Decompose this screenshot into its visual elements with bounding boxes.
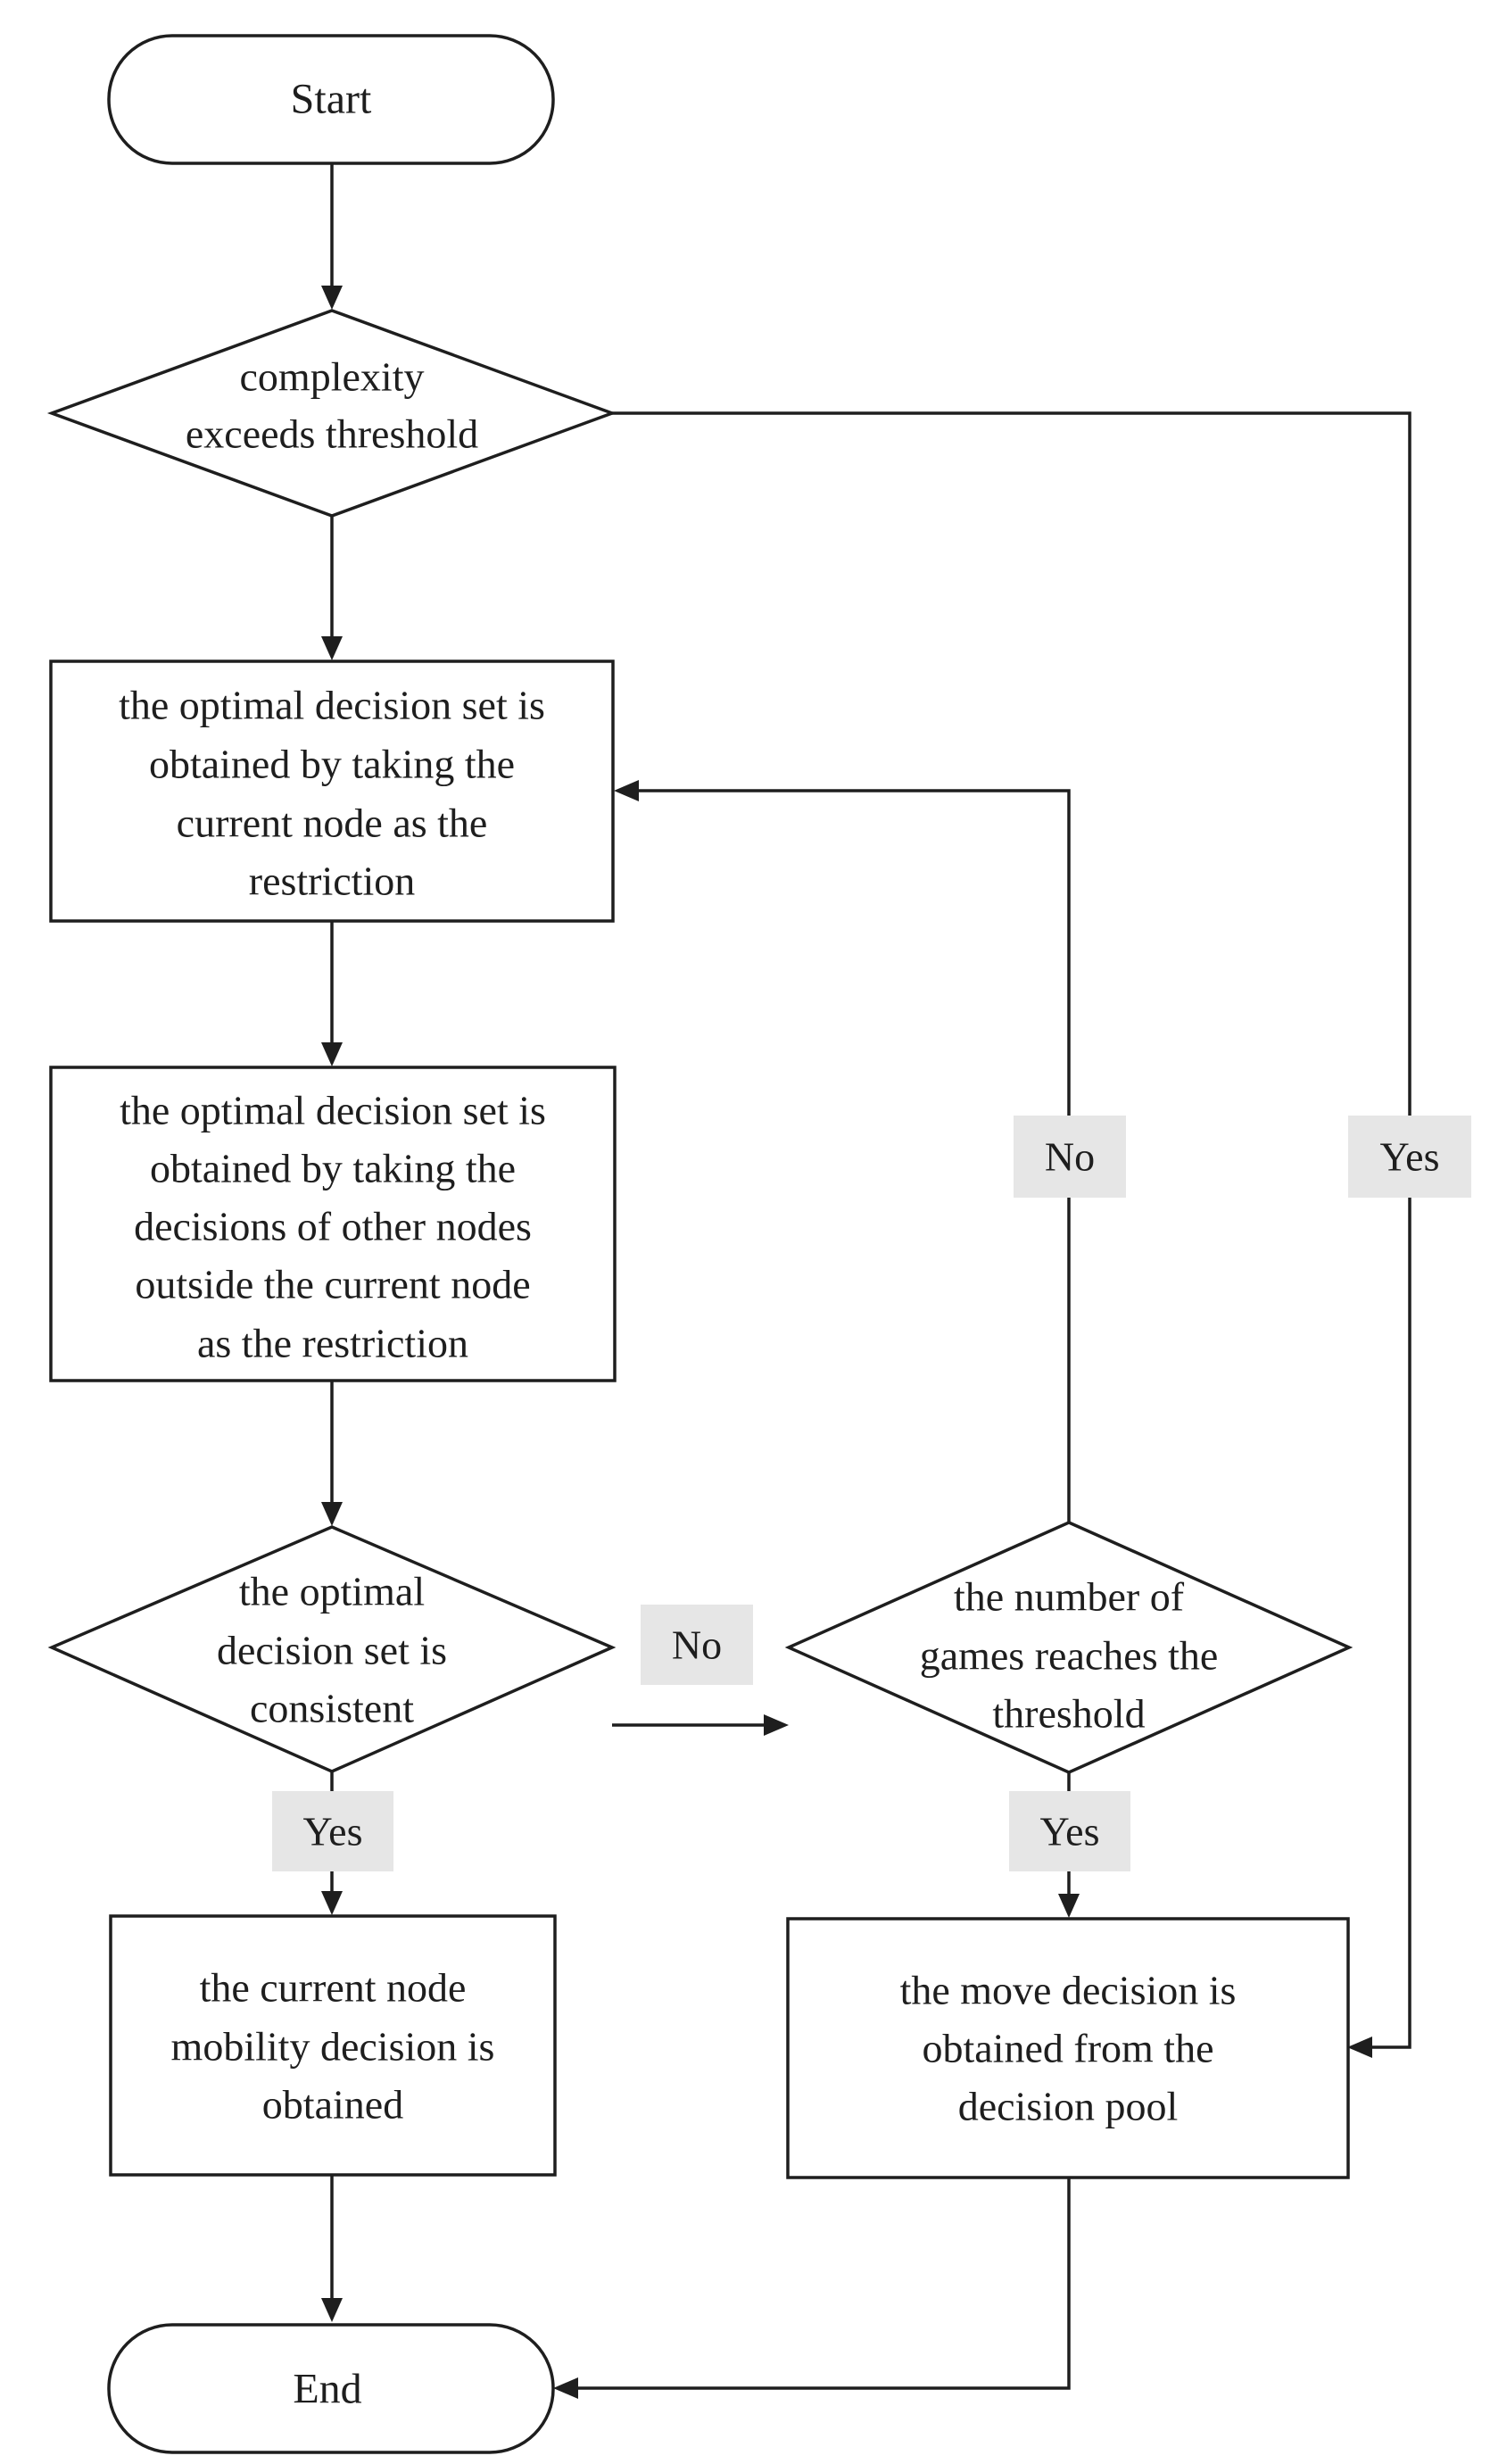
arrowhead-down-icon — [321, 1042, 343, 1066]
edge-label-consistent-yes: Yes — [272, 1791, 393, 1871]
start-label: Start — [291, 76, 372, 123]
consistent-line-2: decision set is — [217, 1628, 447, 1673]
arrowhead-down-icon — [321, 2298, 343, 2322]
other-nodes-line-2: obtained by taking the — [150, 1146, 516, 1191]
current-restriction-process: the optimal decision set is obtained by … — [49, 660, 615, 923]
mobility-line-3: obtained — [262, 2082, 403, 2128]
arrowhead-left-icon — [553, 2377, 578, 2399]
mobility-line-1: the current node — [200, 1965, 467, 2011]
mobility-line-2: mobility decision is — [171, 2024, 495, 2070]
consistent-decision: the optimal decision set is consistent — [47, 1525, 617, 1773]
edge-label-consistent-no: No — [641, 1605, 753, 1685]
arrowhead-down-icon — [1058, 1894, 1080, 1918]
edge-decision-pool-to-end — [575, 2178, 1071, 2390]
complexity-label-line-2: exceeds threshold — [186, 411, 478, 457]
current-restriction-line-2: obtained by taking the — [149, 742, 515, 787]
complexity-label-line-1: complexity — [240, 354, 425, 400]
edge-label-complexity-yes: Yes — [1348, 1116, 1471, 1198]
other-nodes-restriction-process: the optimal decision set is obtained by … — [49, 1066, 617, 1382]
edge-games-no-loop — [635, 789, 1071, 1522]
decision-pool-line-2: obtained from the — [922, 2026, 1213, 2071]
mobility-obtained-process: the current node mobility decision is ob… — [109, 1914, 557, 2177]
decision-pool-line-1: the move decision is — [900, 1968, 1237, 2013]
games-threshold-line-1: the number of — [954, 1574, 1185, 1620]
decision-pool-line-3: decision pool — [958, 2084, 1179, 2129]
edge-label-games-no: No — [1014, 1116, 1126, 1198]
other-nodes-line-5: as the restriction — [197, 1321, 468, 1366]
arrowhead-down-icon — [321, 286, 343, 310]
games-threshold-decision: the number of games reaches the threshol… — [784, 1521, 1353, 1774]
complexity-decision: complexity exceeds threshold — [46, 309, 617, 518]
arrowhead-left-icon — [614, 780, 639, 801]
start-terminal: Start — [107, 34, 555, 165]
decision-pool-process: the move decision is obtained from the d… — [786, 1917, 1350, 2179]
edge-label-text: No — [672, 1622, 722, 1668]
nodes: Start complexity exceeds threshold the o… — [46, 34, 1353, 2454]
current-restriction-line-4: restriction — [249, 859, 416, 904]
games-threshold-line-2: games reaches the — [920, 1633, 1219, 1679]
other-nodes-line-3: decisions of other nodes — [134, 1204, 532, 1249]
arrowhead-left-icon — [1347, 2037, 1372, 2058]
arrowhead-down-icon — [321, 1502, 343, 1526]
edge-label-text: Yes — [1040, 1809, 1100, 1854]
arrowhead-down-icon — [321, 636, 343, 660]
arrowhead-down-icon — [321, 1891, 343, 1915]
current-restriction-line-1: the optimal decision set is — [119, 683, 545, 728]
end-label: End — [293, 2366, 361, 2413]
edge-label-games-yes: Yes — [1009, 1791, 1130, 1871]
edge-complexity-yes — [612, 411, 1411, 2049]
other-nodes-line-1: the optimal decision set is — [120, 1088, 546, 1133]
arrowhead-right-icon — [764, 1714, 789, 1736]
edge-labels: No Yes No Yes Yes — [272, 1116, 1471, 1871]
other-nodes-line-4: outside the current node — [135, 1262, 530, 1307]
edge-label-text: Yes — [303, 1809, 363, 1854]
consistent-line-3: consistent — [250, 1686, 414, 1731]
edge-label-text: Yes — [1380, 1134, 1440, 1180]
end-terminal: End — [107, 2323, 555, 2454]
games-threshold-line-3: threshold — [992, 1691, 1145, 1737]
edges — [321, 163, 1411, 2399]
edge-label-text: No — [1045, 1134, 1095, 1180]
current-restriction-line-3: current node as the — [177, 801, 488, 846]
consistent-line-1: the optimal — [239, 1569, 425, 1614]
